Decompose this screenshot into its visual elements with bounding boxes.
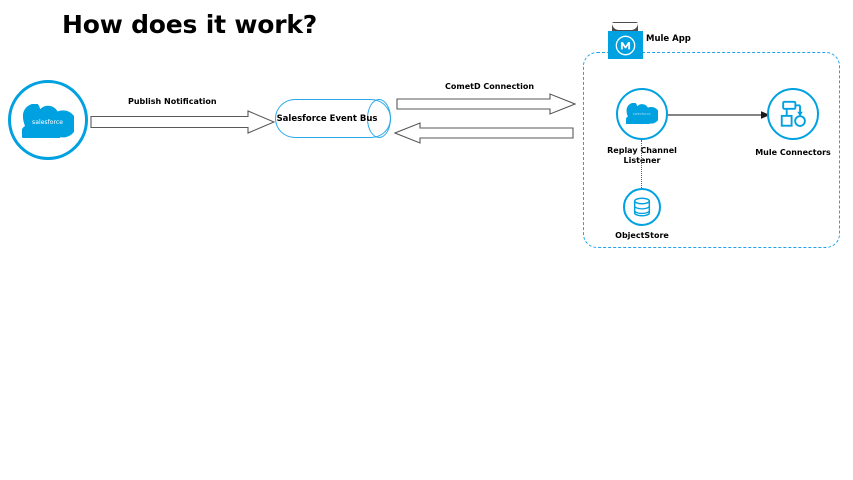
salesforce-event-bus-node: Salesforce Event Bus [275, 99, 391, 138]
cometd-connection-label: CometD Connection [445, 82, 535, 91]
salesforce-wordmark: salesforce [32, 119, 63, 126]
mule-connectors-node [767, 88, 819, 140]
object-store-label: ObjectStore [615, 231, 669, 240]
object-store-node [623, 188, 661, 226]
salesforce-wordmark: salesforce [633, 112, 651, 116]
publish-notification-label: Publish Notification [128, 97, 217, 106]
mule-connectors-label: Mule Connectors [755, 148, 831, 157]
mule-connectors-flow-icon [780, 100, 806, 127]
cometd-inbound-arrow [394, 122, 574, 144]
mule-badge-notch [612, 23, 638, 30]
mule-app-label: Mule App [646, 34, 691, 44]
listener-to-objectstore-dotted-line [641, 140, 644, 188]
cylinder-cap [367, 99, 391, 138]
cometd-outbound-arrow [396, 93, 576, 115]
salesforce-cloud-icon: salesforce [626, 103, 658, 124]
publish-notification-arrow [90, 110, 275, 134]
listener-to-connectors-arrow [668, 111, 770, 119]
database-cylinder-icon [633, 197, 651, 217]
page-title: How does it work? [62, 10, 318, 39]
salesforce-cloud-icon: salesforce [22, 104, 74, 138]
mule-logo-icon [615, 35, 636, 56]
salesforce-source-node [8, 80, 88, 160]
event-bus-label: Salesforce Event Bus [276, 113, 378, 124]
mule-app-container [583, 52, 840, 248]
